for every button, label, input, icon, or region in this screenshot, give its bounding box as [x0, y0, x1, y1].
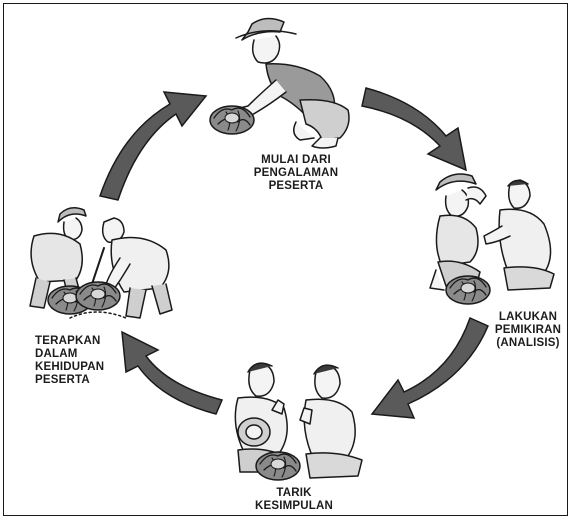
stage-label-right: LAKUKAN PEMIKIRAN (ANALISIS) [488, 311, 568, 350]
stage-label-top-line-2: PENGALAMAN [253, 167, 339, 179]
stage-label-left-line-4: PESERTA [35, 374, 90, 386]
stage-label-bottom-line-1: TARIK [276, 487, 312, 499]
stage-label-right-line-2: PEMIKIRAN [494, 324, 562, 336]
illustration-right-farmers [429, 173, 555, 305]
stage-label-right-line-1: LAKUKAN [498, 311, 558, 323]
stage-label-left: TERAPKAN DALAM KEHIDUPAN PESERTA [35, 335, 125, 387]
arrow-top-right [361, 87, 467, 172]
stage-label-right-line-3: (ANALISIS) [496, 337, 560, 349]
stage-label-bottom: TARIK KESIMPULAN [244, 487, 344, 513]
stage-label-left-line-1: TERAPKAN [35, 335, 101, 347]
stage-label-left-line-3: KEHIDUPAN [35, 361, 105, 373]
stage-label-bottom-line-2: KESIMPULAN [254, 500, 334, 512]
stage-label-top-line-3: PESERTA [268, 180, 324, 192]
illustration-left-farmers [29, 207, 173, 319]
arrow-left-top [99, 91, 208, 201]
arrow-bottom-left [121, 330, 224, 415]
stage-label-top: MULAI DARI PENGALAMAN PESERTA [236, 154, 356, 193]
illustration-bottom-farmers [234, 362, 363, 481]
arrow-right-bottom [370, 316, 489, 419]
stage-label-left-line-2: DALAM [35, 348, 78, 360]
illustration-top-farmer [209, 17, 350, 149]
stage-label-top-line-1: MULAI DARI [261, 154, 331, 166]
